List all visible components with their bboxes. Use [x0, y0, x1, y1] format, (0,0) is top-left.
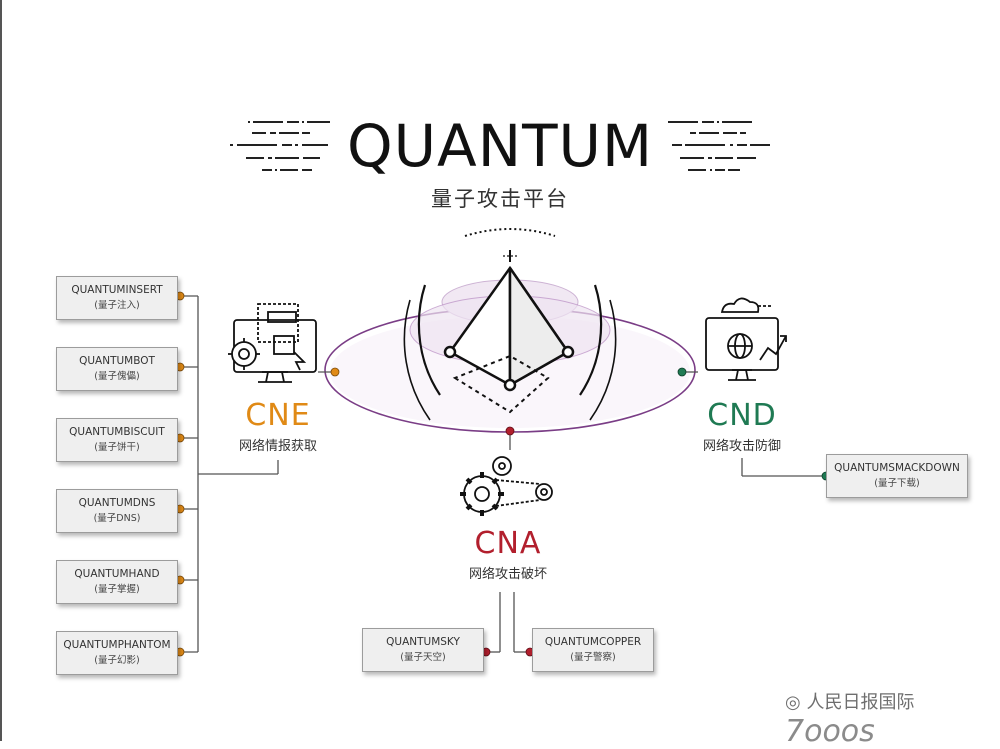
- module-box-quantuminsert: QUANTUMINSERT (量子注入): [56, 276, 178, 320]
- orbit-arcs: [403, 284, 617, 421]
- cne-category-label: CNE 网络情报获取: [218, 398, 338, 454]
- page-subtitle: 量子攻击平台: [431, 187, 569, 211]
- page-title: QUANTUM: [346, 112, 654, 180]
- module-name: QUANTUMBISCUIT: [69, 426, 165, 438]
- module-name: QUANTUMSMACKDOWN: [834, 462, 960, 474]
- cnd-description: 网络攻击防御: [702, 439, 781, 454]
- module-cn-name: (量子注入): [94, 300, 140, 311]
- module-box-quantumdns: QUANTUMDNS (量子DNS): [56, 489, 178, 533]
- module-box-quantumbot: QUANTUMBOT (量子傀儡): [56, 347, 178, 391]
- module-box-quantumphantom: QUANTUMPHANTOM (量子幻影): [56, 631, 178, 675]
- cnd-code: CND: [707, 398, 777, 433]
- watermark-source-text: 人民日报国际: [806, 692, 915, 713]
- watermark-mark: 7ooos: [785, 714, 875, 749]
- module-box-quantumsky: QUANTUMSKY (量子天空): [362, 628, 484, 672]
- wechat-icon: ◎: [785, 692, 801, 713]
- module-box-quantumbiscuit: QUANTUMBISCUIT (量子饼干): [56, 418, 178, 462]
- cna-description: 网络攻击破坏: [468, 567, 547, 582]
- module-cn-name: (量子掌握): [94, 584, 140, 595]
- module-name: QUANTUMDNS: [78, 497, 156, 509]
- module-name: QUANTUMBOT: [79, 355, 155, 367]
- module-cn-name: (量子傀儡): [94, 371, 140, 382]
- title-right-decoration: [668, 121, 770, 171]
- module-cn-name: (量子DNS): [93, 513, 141, 524]
- module-cn-name: (量子下载): [874, 478, 920, 489]
- module-box-quantumcopper: QUANTUMCOPPER (量子警察): [532, 628, 654, 672]
- cnd-category-label: CND 网络攻击防御: [682, 398, 802, 454]
- cne-code: CNE: [245, 398, 311, 433]
- cne-connector-dots: [175, 291, 340, 657]
- module-cn-name: (量子警察): [570, 652, 616, 663]
- module-name: QUANTUMINSERT: [71, 284, 163, 296]
- cna-connector-dots: [481, 426, 535, 657]
- module-name: QUANTUMPHANTOM: [63, 639, 171, 651]
- module-name: QUANTUMSKY: [386, 636, 460, 648]
- module-cn-name: (量子幻影): [94, 655, 140, 666]
- cna-code: CNA: [474, 526, 542, 561]
- module-box-quantumhand: QUANTUMHAND (量子掌握): [56, 560, 178, 604]
- module-name: QUANTUMCOPPER: [544, 636, 642, 648]
- top-dotted-arc: [464, 228, 556, 237]
- module-cn-name: (量子天空): [400, 652, 446, 663]
- cnd-monitor-globe-icon: [705, 297, 787, 381]
- module-box-quantumsmackdown: QUANTUMSMACKDOWN (量子下载): [826, 454, 968, 498]
- module-cn-name: (量子饼干): [94, 442, 140, 453]
- cne-connectors: [180, 295, 336, 653]
- cna-gears-icon: [460, 456, 553, 516]
- cne-description: 网络情报获取: [238, 439, 317, 454]
- title-left-decoration: [230, 121, 330, 171]
- cna-category-label: CNA 网络攻击破坏: [448, 526, 568, 582]
- cne-monitor-gear-icon: [228, 303, 317, 383]
- source-watermark: ◎ 人民日报国际 7ooos: [785, 688, 1000, 749]
- module-name: QUANTUMHAND: [74, 568, 160, 580]
- left-edge-border: [0, 0, 2, 741]
- pyramid-icon: [443, 250, 575, 414]
